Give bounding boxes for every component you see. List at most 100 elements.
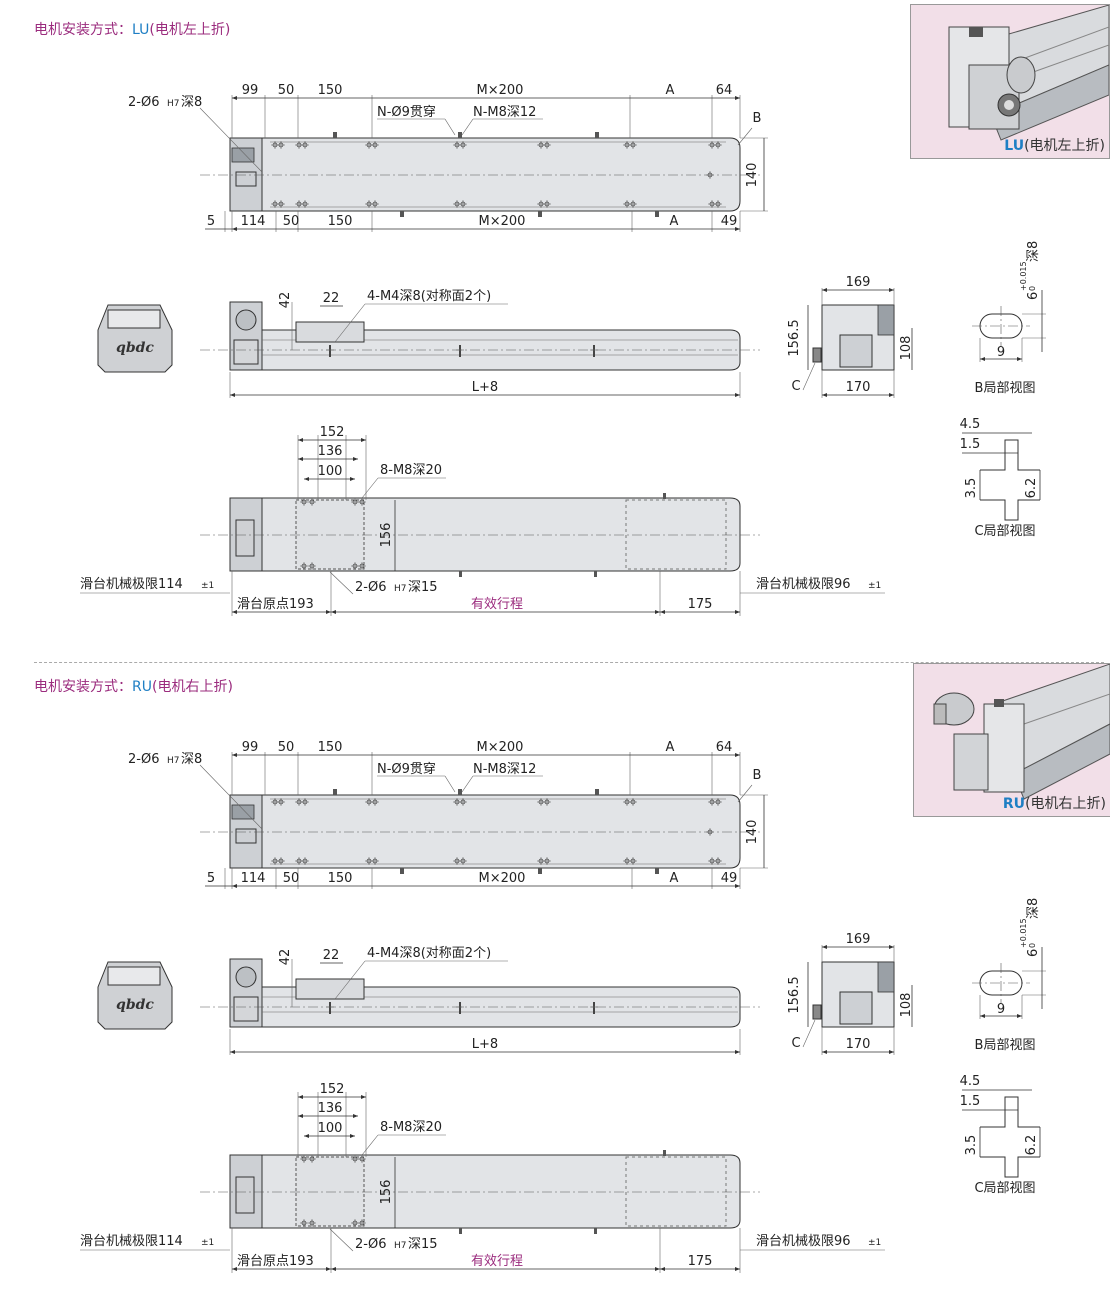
dim-arrow: [298, 1114, 303, 1118]
stroke-text: 有效行程: [471, 597, 523, 612]
dim-end-bottom: 170: [846, 380, 871, 395]
dim-arrow: [1017, 1014, 1022, 1018]
dim-bottom-0: 5: [207, 871, 215, 886]
dim-c-4-5: 4.5: [960, 417, 981, 432]
dim-arrow: [361, 1095, 366, 1099]
dim-arrow: [735, 1267, 740, 1271]
photo-label-code: LU: [1004, 138, 1025, 154]
dim-c-6-2: 6.2: [1024, 478, 1039, 499]
motor-connector: [235, 519, 255, 557]
caption-b: B局部视图: [975, 381, 1036, 396]
label-c: C: [791, 379, 800, 394]
leader-line: [461, 775, 474, 793]
motor-connector: [235, 1176, 255, 1214]
rail-bump: [595, 132, 599, 138]
dim-42: 42: [278, 292, 293, 309]
slider-block-outline: [295, 499, 365, 570]
limit-left: 滑台机械极限114: [80, 1234, 183, 1249]
slot-profile: [980, 439, 1040, 521]
dim-arrow: [889, 288, 894, 292]
dim-arrow: [353, 1114, 358, 1118]
dim-bottom-4: M×200: [479, 214, 526, 229]
dim-c-1-5: 1.5: [960, 1094, 981, 1109]
leader-line: [361, 477, 379, 499]
dim-bottom-5: A: [670, 871, 679, 886]
hole-slider-depth: 深15: [408, 1237, 438, 1252]
slot-profile: [980, 1096, 1040, 1178]
actuator-illustration: [948, 5, 1109, 141]
motor-face: [235, 966, 257, 988]
side-hole: [329, 1002, 331, 1014]
dim-arrow: [232, 227, 237, 231]
dim-bottom-1: 114: [241, 871, 266, 886]
dim-top-3: M×200: [477, 83, 524, 98]
dim-arrow: [350, 477, 355, 481]
note-m4: 4-M4深8(对称面2个): [367, 946, 491, 961]
rail-bump: [458, 789, 462, 795]
leader-line: [334, 303, 366, 343]
dim-top-4: A: [666, 740, 675, 755]
section-title-ru: 电机安装方式：RU(电机右上折): [34, 676, 233, 696]
leader-line: [737, 127, 753, 146]
leader-line: [199, 764, 263, 830]
dim-136: 136: [318, 1101, 343, 1116]
dim-arrow: [350, 1134, 355, 1138]
limit-left-tol: ±1: [201, 581, 214, 591]
dim-arrow: [1017, 357, 1022, 361]
dim-arrow: [822, 288, 827, 292]
motor-port: [235, 171, 257, 187]
rail-bump: [663, 493, 666, 499]
product-photo-lu: LU(电机左上折): [910, 4, 1110, 159]
label-c: C: [791, 1036, 800, 1051]
photo-label: RU(电机右上折): [1003, 793, 1106, 813]
dim-arrow: [232, 1267, 237, 1271]
dim-bottom-6: 49: [721, 871, 738, 886]
dim-arrow: [735, 227, 740, 231]
rail-bump: [663, 1150, 666, 1156]
dim-top-2: 150: [318, 740, 343, 755]
caption-b: B局部视图: [975, 1038, 1036, 1053]
slider-end-outline: [625, 499, 727, 570]
side-hole: [593, 1002, 595, 1014]
hole-slider: 2-Ø6: [355, 1237, 386, 1252]
dim-b-depth: 6: [1026, 292, 1041, 300]
slider-block: [295, 321, 365, 343]
dim-top-1: 50: [278, 83, 295, 98]
motor-port: [235, 828, 257, 844]
dim-152: 152: [320, 1082, 345, 1097]
dim-c-4-5: 4.5: [960, 1074, 981, 1089]
motor-connector: [231, 147, 255, 163]
hole-note: 2-Ø6: [128, 95, 159, 110]
photo-label-suffix: (电机右上折): [1025, 796, 1106, 812]
actuator-body: [261, 794, 741, 869]
hole-note-sub: H7: [167, 99, 180, 109]
rail-bump: [594, 571, 597, 577]
dim-top-1: 50: [278, 740, 295, 755]
rail-bump: [333, 789, 337, 795]
dim-arrow: [232, 884, 237, 888]
dim-end-height-body: 108: [899, 336, 914, 361]
section-title-prefix: 电机安装方式：: [34, 22, 132, 38]
dim-arrow: [232, 753, 237, 757]
dim-length: L+8: [472, 380, 498, 395]
dim-end-height-body: 108: [899, 993, 914, 1018]
dim-end-top: 169: [846, 275, 871, 290]
actuator-illustration: [933, 664, 1110, 800]
rail-bump: [655, 211, 659, 217]
dim-arrow: [980, 1014, 985, 1018]
dim-156: 156: [379, 523, 394, 548]
hole-note-sub: H7: [167, 756, 180, 766]
label-b: B: [753, 768, 762, 783]
motor-lower: [233, 996, 259, 1022]
dim-arrow: [660, 1267, 665, 1271]
end-slot: [812, 1004, 822, 1020]
dim-arrow: [298, 1095, 303, 1099]
rail-bump: [459, 1228, 462, 1234]
rail-bump: [458, 132, 462, 138]
section-title-prefix: 电机安装方式：: [34, 679, 132, 695]
